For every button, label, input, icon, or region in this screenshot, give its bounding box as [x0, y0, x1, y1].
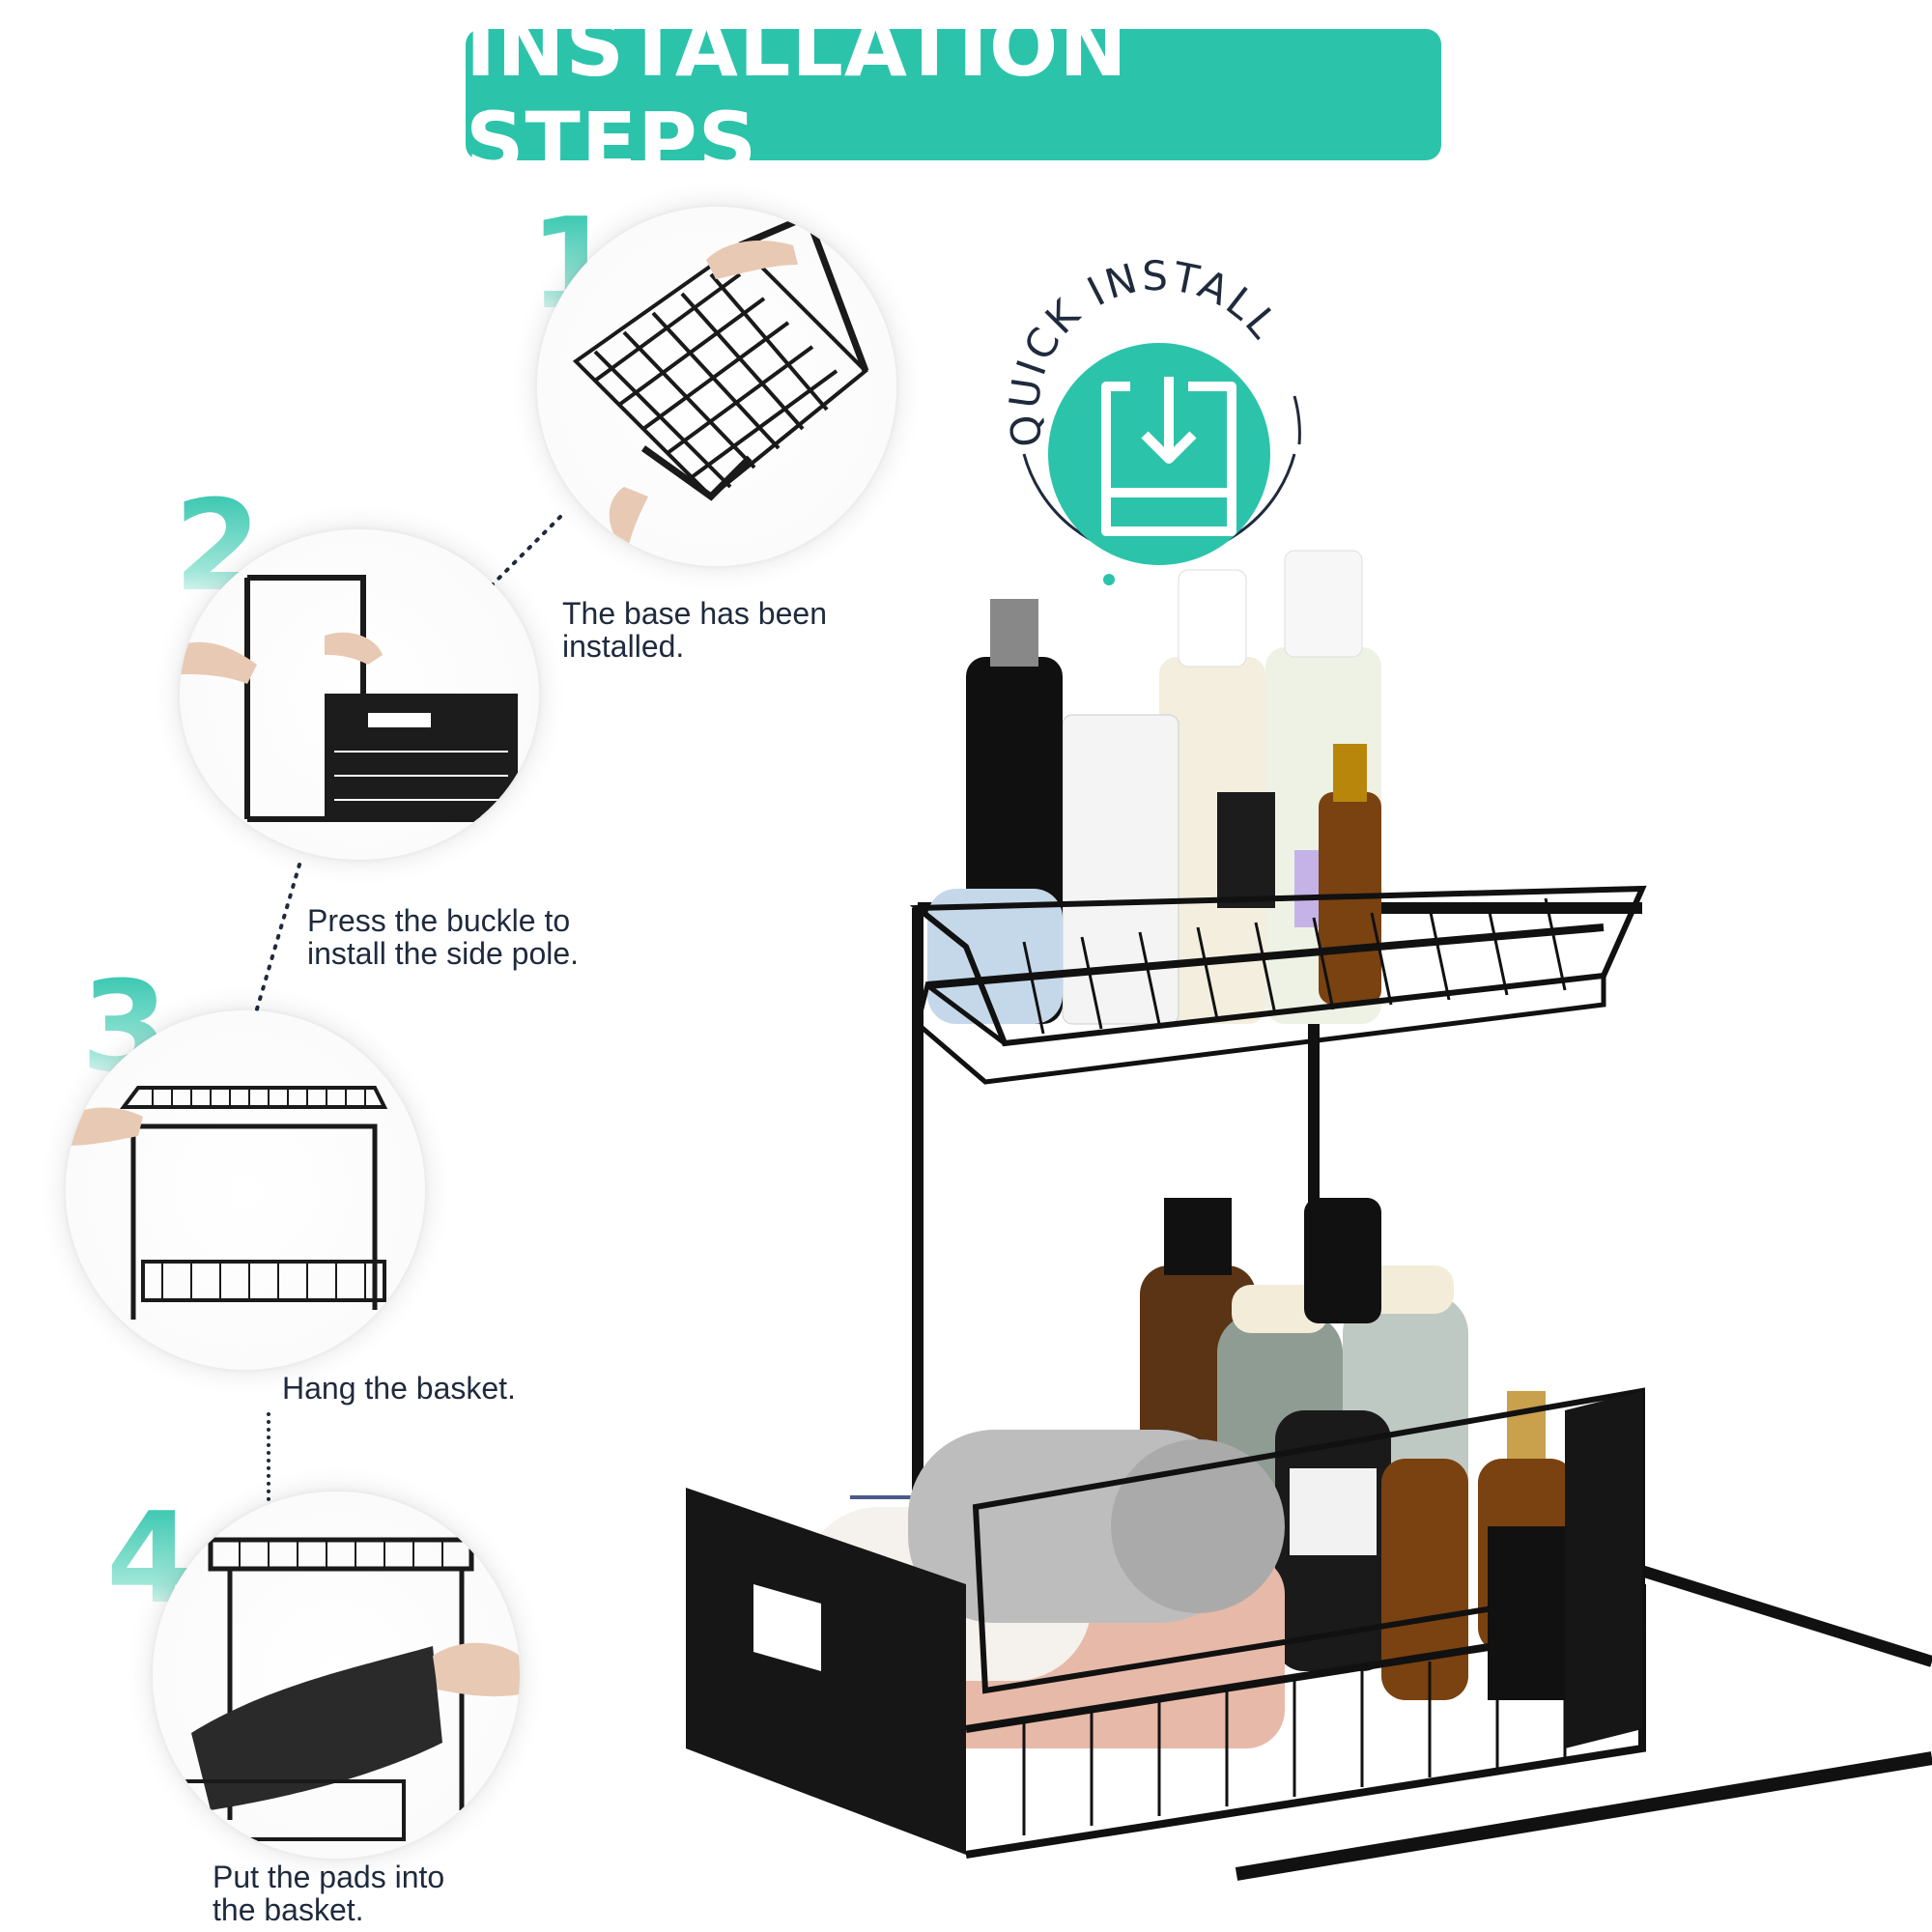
step-connector-3 — [267, 1412, 270, 1509]
step-4-caption: Put the pads into the basket. — [213, 1861, 444, 1926]
base-rack-illustration — [572, 212, 869, 545]
bottom-basket — [686, 1387, 1646, 1859]
step-3-caption: Hang the basket. — [282, 1372, 516, 1405]
rack-rail — [1621, 1559, 1932, 1667]
quick-install-badge: QUICK INSTALL — [1000, 252, 1301, 585]
pads-basket-illustration — [170, 1537, 520, 1841]
step-connector-1 — [471, 515, 562, 606]
slide-rail — [1235, 1751, 1932, 1881]
step-connector-2 — [249, 863, 301, 1031]
step-1-caption: The base has been installed. — [562, 597, 827, 663]
step-2-caption-line1: Press the buckle to — [307, 903, 571, 938]
download-install-icon — [1101, 377, 1236, 536]
header-banner: INSTALLATION STEPS — [466, 0, 1441, 189]
step-4-image — [153, 1492, 520, 1859]
product-shelf-image — [686, 550, 1932, 1881]
hang-basket-illustration — [66, 1086, 388, 1320]
page-title: INSTALLATION STEPS — [466, 0, 1128, 189]
step-4-caption-line2: the basket. — [213, 1892, 364, 1927]
top-shelf-products — [927, 550, 1381, 1025]
step-1-caption-line1: The base has been — [562, 596, 827, 631]
top-basket — [909, 885, 1647, 1085]
step-3-caption-line1: Hang the basket. — [282, 1371, 516, 1406]
step-2-caption: Press the buckle to install the side pol… — [307, 904, 579, 970]
step-2-image — [180, 529, 539, 860]
step-4-caption-line1: Put the pads into — [213, 1860, 445, 1894]
step-3-image — [66, 1010, 425, 1370]
step-1-image — [537, 207, 896, 566]
step-2-caption-line2: install the side pole. — [307, 936, 580, 971]
side-pole-illustration — [180, 575, 518, 822]
step-1-caption-line2: installed. — [562, 629, 685, 664]
